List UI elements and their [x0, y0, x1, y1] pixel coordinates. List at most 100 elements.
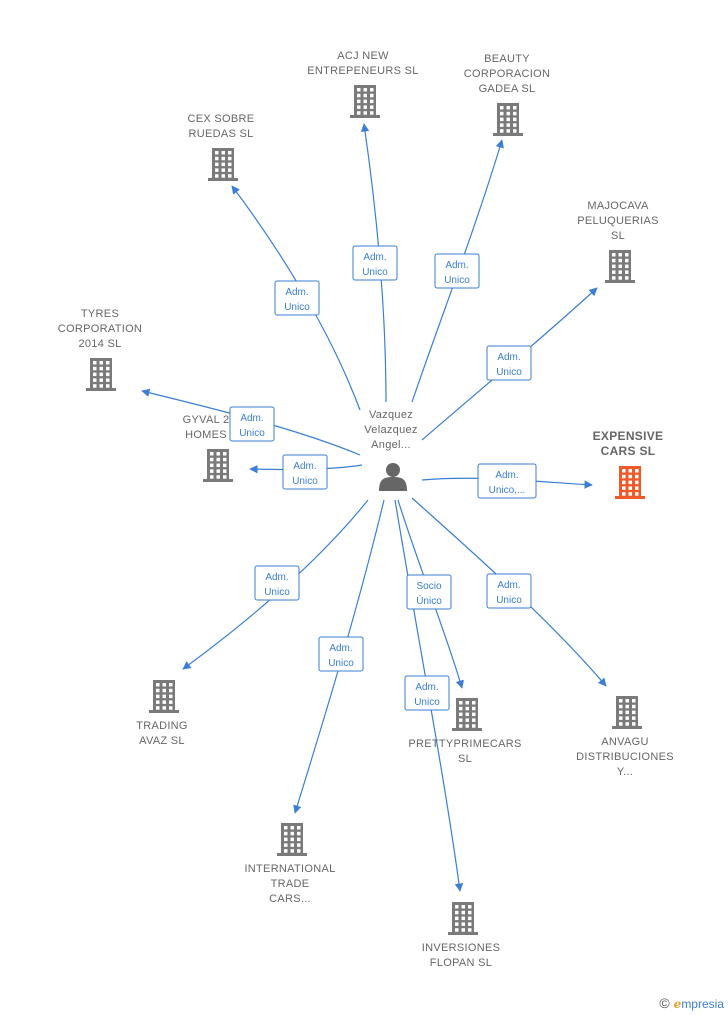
nodes-layer: ACJ NEW ENTREPENEURS SL BEAUTY CORPORACION G…	[58, 50, 674, 969]
edge-label-trading[interactable]: Adm.Unico	[254, 565, 300, 601]
company-label: EXPENSIVE	[593, 429, 664, 443]
building-icon	[203, 449, 233, 482]
person-icon	[379, 463, 407, 491]
company-label: ACJ NEW	[337, 50, 389, 62]
edge-label-text: Adm.	[445, 260, 468, 271]
company-label: TRADING	[136, 720, 188, 732]
building-icon	[208, 148, 238, 181]
edge-label-box	[254, 565, 300, 601]
edge-label-anvagu[interactable]: Adm. Unico	[486, 573, 532, 609]
edge-label-box	[434, 253, 480, 289]
center-label: Velazquez	[364, 424, 417, 436]
edge-label-box	[282, 454, 328, 490]
edge-label-beauty[interactable]: Adm. Unico	[434, 253, 480, 289]
edge-label-tyres[interactable]: Adm. Unico	[229, 406, 275, 442]
building-icon	[605, 250, 635, 283]
edge-label-box	[477, 463, 537, 499]
edge-label-text: Unico	[284, 302, 310, 313]
edge-label-text: Adm.	[240, 413, 263, 424]
edge-label-text: Socio	[416, 581, 441, 592]
edge-label-text: Adm.	[293, 461, 316, 472]
company-label: TRADE	[271, 878, 310, 890]
copyright-icon: ©	[659, 995, 670, 1011]
edge-label-box	[486, 573, 532, 609]
edge-label-box	[274, 280, 320, 316]
edge-labels-layer: Adm.UnicoAdm.UnicoAdm.UnicoAdm.UnicoAdm.…	[229, 245, 537, 711]
edge-label-box	[352, 245, 398, 281]
center-label: Vazquez	[369, 409, 413, 421]
company-label: CORPORACION	[464, 68, 550, 80]
building-icon	[615, 466, 645, 499]
company-node-anvagu[interactable]: ANVAGUDISTRIBUCIONESY...	[576, 696, 674, 778]
edge-label-box	[486, 345, 532, 381]
building-icon	[149, 680, 179, 713]
edge-label-text: Unico	[444, 275, 470, 286]
brand-logo-initial: e	[673, 997, 682, 1011]
edge-label-text: Unico	[496, 367, 522, 378]
company-label: CARS...	[269, 893, 311, 905]
edge-label-text: Unico	[292, 476, 318, 487]
edge-label-text: Adm.	[285, 287, 308, 298]
edge-label-text: Adm.	[329, 643, 352, 654]
company-node-trading[interactable]: TRADING AVAZ SL	[136, 680, 188, 747]
edge-label-text: Único	[416, 594, 442, 607]
edge-label-expensive[interactable]: Adm.Unico,...	[477, 463, 537, 499]
edge-label-box	[229, 406, 275, 442]
brand-footer: ©empresia	[659, 995, 724, 1011]
company-node-international[interactable]: INTERNATIONAL TRADE CARS...	[244, 823, 335, 905]
center-node[interactable]: VazquezVelazquezAngel...	[364, 409, 417, 491]
edge-label-text: Unico	[414, 697, 440, 708]
company-label: FLOPAN SL	[430, 957, 492, 969]
company-label: GADEA SL	[479, 83, 536, 95]
edge-label-text: Unico	[496, 595, 522, 606]
company-label: GYVAL 2	[183, 414, 230, 426]
company-label: ANVAGU	[601, 736, 648, 748]
company-label: ENTREPENEURS SL	[307, 65, 418, 77]
edge-label-box	[318, 636, 364, 672]
company-label: INTERNATIONAL	[244, 863, 335, 875]
company-node-beauty[interactable]: BEAUTY CORPORACION GADEA SL	[464, 53, 550, 136]
company-label: MAJOCAVA	[587, 200, 649, 212]
company-label: CARS SL	[601, 444, 656, 458]
company-label: AVAZ SL	[139, 735, 185, 747]
edge-label-international[interactable]: Adm. Unico	[318, 636, 364, 672]
edge-label-text: Adm.	[497, 352, 520, 363]
edge-label-text: Unico	[362, 267, 388, 278]
edge-label-majocava[interactable]: Adm. Unico	[486, 345, 532, 381]
edge-label-text: Adm.	[495, 470, 518, 481]
company-label: PRETTYPRIMECARS	[408, 738, 521, 750]
company-node-prettyprime[interactable]: PRETTYPRIMECARS SL	[408, 698, 521, 765]
building-icon	[493, 103, 523, 136]
edge-label-text: Adm.	[415, 682, 438, 693]
company-label: INVERSIONES	[422, 942, 501, 954]
company-node-inversiones[interactable]: INVERSIONES FLOPAN SL	[422, 902, 501, 969]
building-icon	[448, 902, 478, 935]
company-node-acj[interactable]: ACJ NEW ENTREPENEURS SL	[307, 50, 418, 118]
company-label: SL	[458, 753, 472, 765]
brand-logo-text: mpresia	[681, 997, 724, 1011]
edge-label-text: Adm.	[497, 580, 520, 591]
building-icon	[612, 696, 642, 729]
building-icon	[350, 85, 380, 118]
edge-label-text: Unico	[239, 428, 265, 439]
company-label: SL	[611, 230, 625, 242]
company-label: TYRES	[81, 308, 119, 320]
edge-label-box	[406, 574, 452, 610]
building-icon	[452, 698, 482, 731]
edge-label-cex[interactable]: Adm. Unico	[274, 280, 320, 316]
edge-label-text: Adm.	[265, 572, 288, 583]
edge-label-inversiones[interactable]: Adm. Unico	[404, 675, 450, 711]
edge-label-acj[interactable]: Adm. Unico	[352, 245, 398, 281]
edge-label-text: Adm.	[363, 252, 386, 263]
center-label: Angel...	[371, 439, 411, 451]
company-label: BEAUTY	[484, 53, 530, 65]
edge-label-text: Unico	[328, 658, 354, 669]
edge-label-gyval[interactable]: Adm. Unico	[282, 454, 328, 490]
